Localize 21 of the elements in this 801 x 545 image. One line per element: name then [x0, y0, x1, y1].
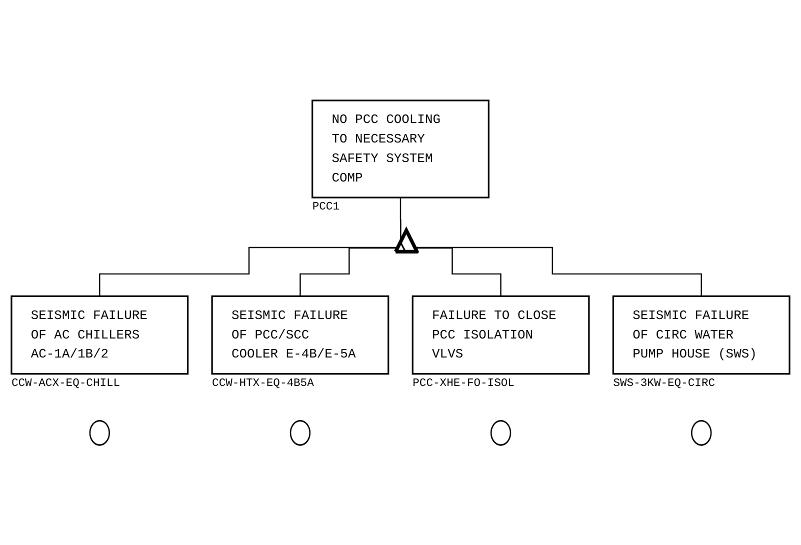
event-text: NO PCC COOLING TO NECESSARY SAFETY SYSTEM COMP	[332, 112, 440, 186]
event-code: PCC-XHE-FO-ISOL	[412, 378, 514, 390]
event-code: CCW-ACX-EQ-CHILL	[11, 378, 120, 390]
event-box	[612, 295, 790, 374]
event-box	[412, 295, 590, 374]
basic-event-circle	[89, 420, 110, 446]
event-code: SWS-3KW-EQ-CIRC	[613, 378, 716, 390]
basic-event-circle	[490, 420, 512, 446]
event-text: SEISMIC FAILURE OF CIRC WATER PUMP HOUSE (SWS)	[632, 308, 757, 362]
connector-line	[99, 246, 398, 297]
event-text: SEISMIC FAILURE OF AC CHILLERS AC-1A/1B/2	[30, 308, 148, 362]
basic-event-circle	[290, 420, 311, 446]
event-text: FAILURE TO CLOSE PCC ISOLATION VLVS	[432, 308, 556, 362]
or-gate-symbol	[394, 228, 419, 254]
event-text: SEISMIC FAILURE OF PCC/SCC COOLER E-4B/E-5A	[231, 308, 356, 362]
event-box	[211, 295, 390, 374]
event-code: CCW-HTX-EQ-4B5A	[212, 378, 314, 390]
basic-event-circle	[690, 420, 712, 446]
event-box	[312, 99, 490, 198]
event-box	[10, 295, 189, 374]
event-code: PCC1	[312, 201, 340, 214]
